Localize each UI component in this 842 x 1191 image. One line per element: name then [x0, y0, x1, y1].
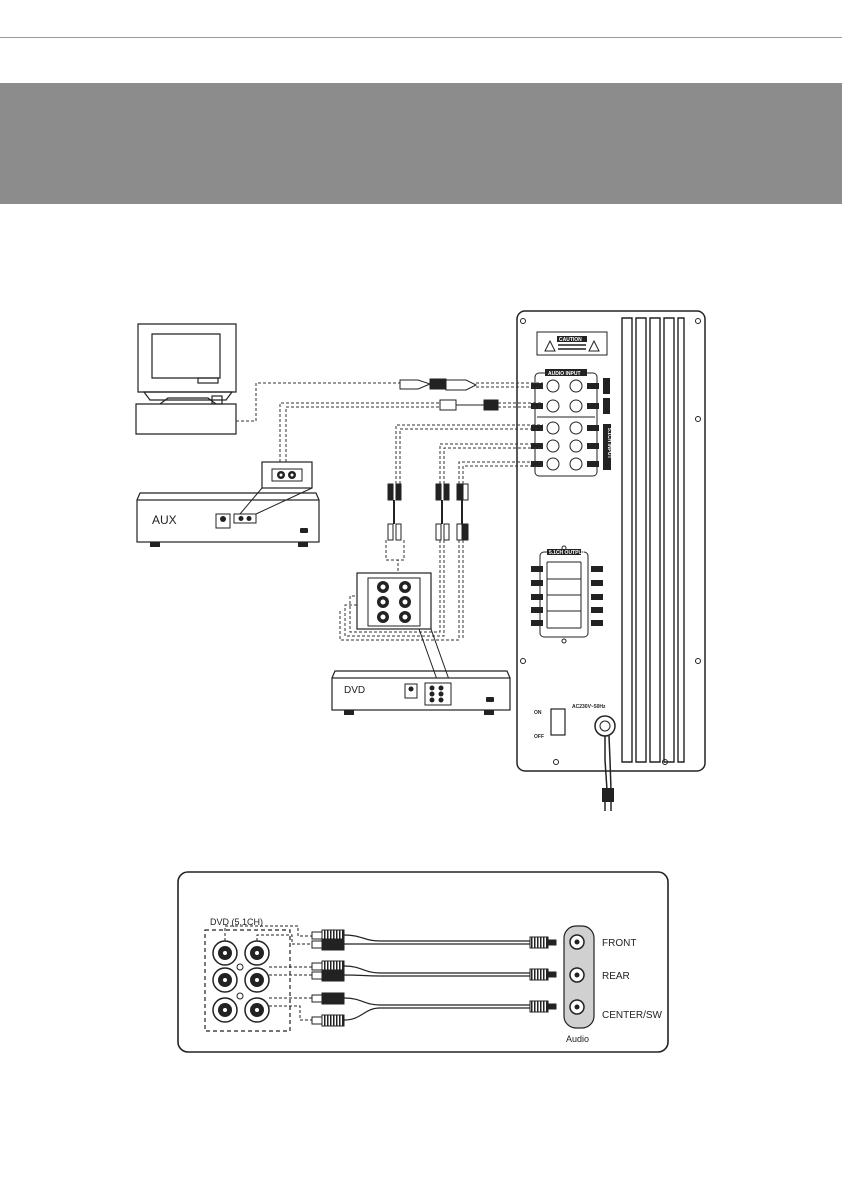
header-band: [0, 83, 842, 204]
audio-input-strip: [563, 925, 595, 1029]
subwoofer-panel: CAUTION AUDIO INPUT 5.1CH INPUT: [516, 310, 706, 811]
dvd-device: DVD: [331, 670, 511, 715]
front-label: FRONT: [602, 938, 636, 949]
power-label: AC230V~50Hz: [572, 704, 606, 710]
dvd-51ch-label: DVD (5.1CH): [210, 917, 263, 927]
aux-label: AUX: [152, 513, 177, 527]
aux-device: AUX: [136, 492, 320, 547]
center-sw-label: CENTER/SW: [602, 1010, 663, 1021]
ch-input-label: 5.1CH INPUT: [606, 428, 612, 459]
dvd-label: DVD: [344, 685, 365, 696]
detail-mini-plugs: [529, 936, 557, 1013]
audio-input-label: AUDIO INPUT: [548, 371, 581, 377]
detail-rca-plugs: [311, 929, 345, 1027]
top-rule: [0, 37, 842, 38]
dvd-jack-callout: [356, 572, 453, 689]
computer-monitor: [135, 323, 237, 435]
off-label: OFF: [534, 734, 544, 740]
rca-plugs: [387, 378, 499, 541]
ch-output-label: 5.1CH OUTPUT: [549, 550, 585, 556]
detail-box: DVD (5.1CH): [177, 871, 669, 1053]
dvd-51ch-jacks: [212, 940, 270, 1023]
caution-label: CAUTION: [559, 337, 582, 343]
on-label: ON: [534, 710, 542, 716]
audio-label: Audio: [566, 1034, 589, 1044]
rear-label: REAR: [602, 971, 630, 982]
aux-jack-callout: [239, 461, 313, 515]
